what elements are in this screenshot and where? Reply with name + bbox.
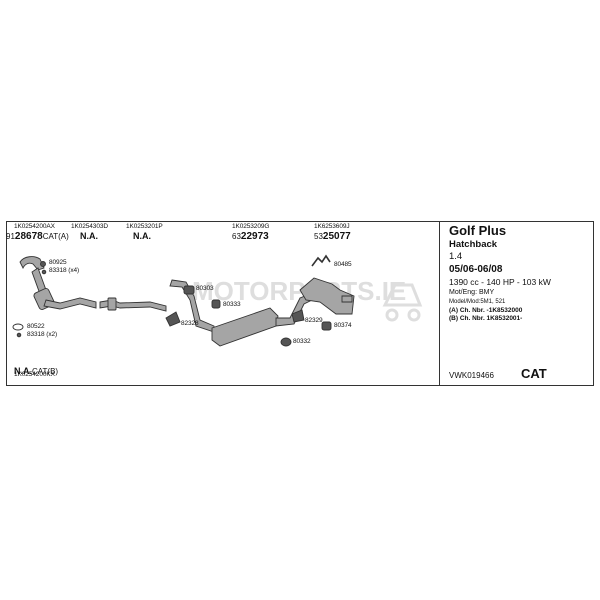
nut-83318-icon [41, 269, 47, 275]
catalyst-front-pipe [19, 256, 97, 311]
engine-code: Mot/Eng: BMY [449, 289, 495, 296]
engine-size: 1.4 [449, 251, 463, 262]
part-code-2: 1K0254303D [71, 223, 108, 230]
panel-divider [439, 221, 440, 386]
rear-muffler [299, 277, 355, 315]
diagram-frame [6, 221, 594, 386]
label-80303: 80303 [196, 285, 214, 292]
gasket-80522-icon [12, 323, 24, 331]
clamp-82329-icon [291, 309, 305, 323]
part-number-2: N.A. [80, 231, 98, 241]
rubber-mount-80303-icon [183, 285, 195, 295]
part-code-1: 1K0254200AX [14, 223, 55, 230]
power-spec: 1390 cc - 140 HP - 103 kW [449, 277, 551, 287]
label-82328: 82328 [181, 320, 199, 327]
part-code-4: 1K0253209G [232, 223, 270, 230]
label-80522: 80522 [27, 323, 45, 330]
nut-83318-b-icon [16, 332, 22, 338]
watermark-car-icon [382, 283, 423, 322]
chassis-range-a: (A) Ch. Nbr. -1K8532000 [449, 307, 523, 314]
middle-pipe [99, 297, 167, 312]
gasket-80925-icon [40, 261, 46, 267]
label-80333: 80333 [223, 301, 241, 308]
label-80925: 80925 [49, 259, 67, 266]
label-80332: 80332 [293, 338, 311, 345]
part-number-4: 6322973 [232, 231, 269, 242]
chassis-range-b: (B) Ch. Nbr. 1K8532001- [449, 315, 523, 322]
cat-b-code: 1K0254200KX [14, 371, 55, 378]
label-80485: 80485 [334, 261, 352, 268]
rubber-mount-80374-icon [321, 321, 332, 331]
label-83318-x2: 83318 (x2) [27, 331, 58, 338]
vehicle-model: Golf Plus [449, 223, 507, 238]
model-mod: Model/Mod:5M1, 521 [449, 299, 506, 305]
production-dates: 05/06-06/08 [449, 264, 503, 275]
label-83318-x4: 83318 (x4) [49, 267, 80, 274]
part-code-3: 1K0253201P [126, 223, 163, 230]
part-number-3: N.A. [133, 231, 151, 241]
rubber-mount-80332-icon [280, 337, 292, 347]
label-82329: 82329 [305, 317, 323, 324]
hanger-80485-icon [311, 254, 331, 267]
rubber-mount-80333-icon [211, 299, 221, 309]
cat-label: CAT [521, 366, 547, 381]
cat-b-number: N.A.CAT(B) [14, 366, 59, 376]
part-number-5: 5325077 [314, 231, 351, 242]
part-code-5: 1K6253609J [314, 223, 350, 230]
part-number-1: 9128678CAT(A) [6, 231, 69, 242]
clamp-82328-icon [165, 311, 181, 327]
reference-number: VWK019466 [449, 371, 494, 380]
vehicle-body: Hatchback [449, 239, 498, 250]
label-80374: 80374 [334, 322, 352, 329]
